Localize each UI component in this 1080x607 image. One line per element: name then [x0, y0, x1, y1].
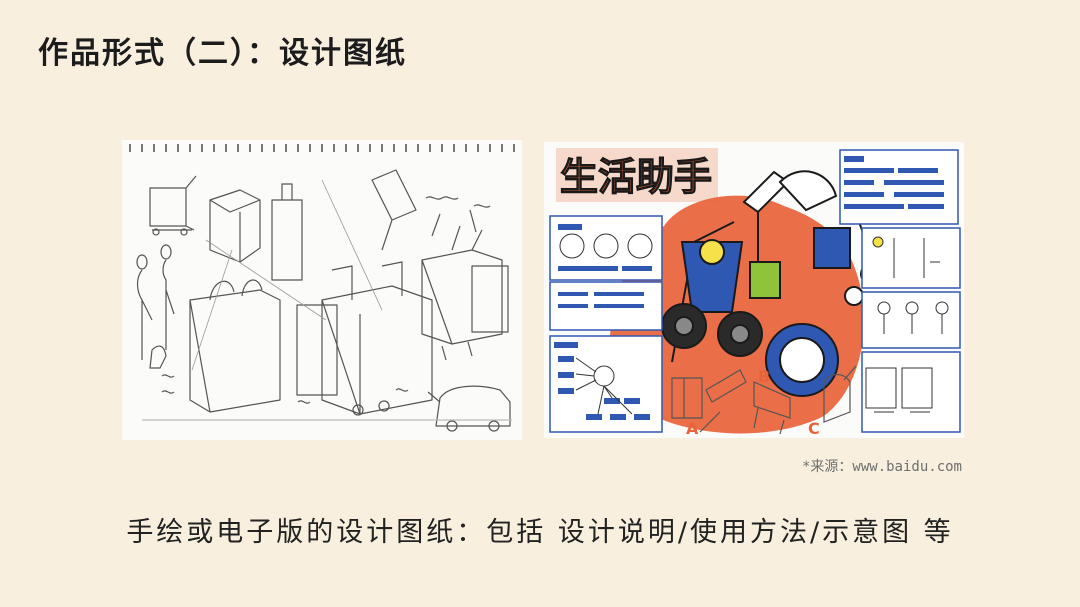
poster-label-c: C [808, 419, 820, 438]
slide-caption: 手绘或电子版的设计图纸：包括 设计说明/使用方法/示意图 等 [126, 517, 954, 548]
poster-label-b: B [758, 367, 770, 386]
slide-title: 作品形式（二）：设计图纸 [38, 36, 407, 71]
sketch-image [122, 140, 522, 440]
poster-label-a: A [686, 419, 699, 438]
spiral-binding [129, 144, 515, 152]
poster-title: 生活助手 [560, 155, 712, 199]
sketch-drawing [129, 144, 515, 432]
source-credit: *来源：www.baidu.com [801, 459, 962, 475]
poster-title-bg [556, 148, 718, 202]
poster-drawing: 生活助手 [544, 142, 964, 438]
poster-image: 生活助手 [544, 142, 964, 438]
